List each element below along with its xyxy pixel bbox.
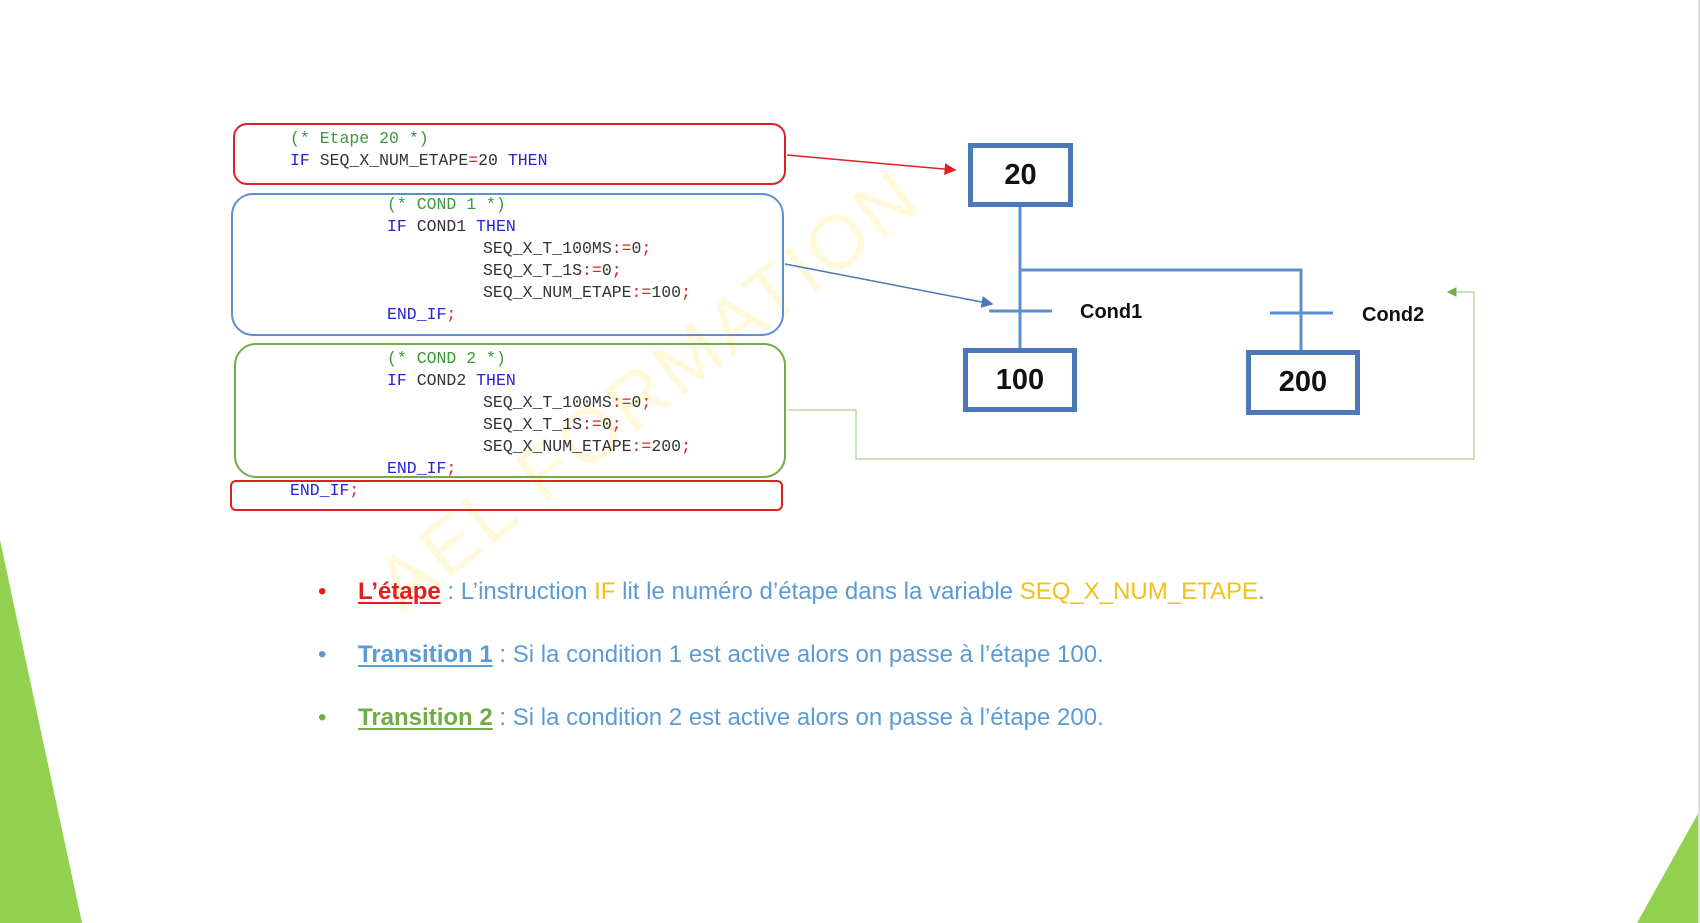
code-operator: ; <box>349 481 360 500</box>
decor-triangle-left <box>0 540 82 923</box>
code-identifier: 0 <box>631 239 642 258</box>
code-keyword: END_IF <box>387 459 447 478</box>
bullet-text: : L’instruction <box>440 578 595 605</box>
bullet-text: : Si la condition 1 est active alors on … <box>492 641 1104 668</box>
code-line: SEQ_X_T_1S:=0; <box>483 414 622 436</box>
arrow-step <box>786 154 957 176</box>
cond1-label: Cond1 <box>1080 301 1143 323</box>
code-line: IF SEQ_X_NUM_ETAPE=20 THEN <box>290 150 547 172</box>
code-identifier: 20 <box>478 151 508 170</box>
bullet-dot: • <box>318 578 327 605</box>
code-identifier: COND1 <box>416 217 477 236</box>
bullet-title: Transition 1 <box>358 641 493 668</box>
code-identifier: COND2 <box>416 371 477 390</box>
bullet-dot: • <box>318 641 327 668</box>
code-operator: := <box>582 415 602 434</box>
code-identifier: SEQ_X_T_100MS <box>483 393 612 412</box>
slide-edge <box>1698 0 1700 923</box>
code-line: (* COND 1 *) <box>387 194 506 216</box>
code-keyword: END_IF <box>387 305 447 324</box>
code-keyword: THEN <box>476 371 516 390</box>
code-keyword: THEN <box>507 151 548 170</box>
step-200: 200 <box>1246 350 1360 415</box>
bullet-dot: • <box>318 704 327 731</box>
code-operator: := <box>631 283 652 302</box>
code-line: END_IF; <box>387 458 456 480</box>
bullet-transition-2: • Transition 2 : Si la condition 2 est ac… <box>318 704 1104 732</box>
decor-triangle-right <box>1637 810 1700 923</box>
code-line: END_IF; <box>387 304 456 326</box>
code-comment: (* COND 1 *) <box>387 195 506 214</box>
code-box-cond1 <box>231 193 784 336</box>
code-line: SEQ_X_NUM_ETAPE:=100; <box>483 282 691 304</box>
bullet-keyword: IF <box>594 578 616 605</box>
code-keyword: IF <box>290 151 320 170</box>
code-line: IF COND1 THEN <box>387 216 516 238</box>
code-box-cond2 <box>234 343 786 478</box>
code-operator: ; <box>446 305 457 324</box>
code-identifier: SEQ_X_T_1S <box>483 261 583 280</box>
code-identifier: SEQ_X_T_100MS <box>483 239 612 258</box>
code-identifier: SEQ_X_NUM_ETAPE <box>483 437 632 456</box>
code-operator: := <box>631 437 652 456</box>
code-line: SEQ_X_T_100MS:=0; <box>483 392 651 414</box>
code-operator: := <box>611 393 632 412</box>
code-identifier: SEQ_X_T_1S <box>483 415 583 434</box>
code-comment: (* COND 2 *) <box>387 349 506 368</box>
code-line: SEQ_X_T_100MS:=0; <box>483 238 651 260</box>
code-identifier: 200 <box>651 437 682 456</box>
code-operator: ; <box>446 459 457 478</box>
code-operator: := <box>611 239 632 258</box>
code-box-endif <box>230 480 783 511</box>
code-operator: ; <box>611 415 622 434</box>
bullet-transition-1: • Transition 1 : Si la condition 1 est ac… <box>318 641 1104 669</box>
code-line: (* COND 2 *) <box>387 348 506 370</box>
code-operator: := <box>582 261 602 280</box>
code-line: IF COND2 THEN <box>387 370 516 392</box>
code-identifier: 100 <box>651 283 682 302</box>
bullet-text: : Si la condition 2 est active alors on … <box>492 704 1104 731</box>
code-identifier: SEQ_X_NUM_ETAPE <box>483 283 632 302</box>
code-operator: ; <box>641 239 652 258</box>
code-keyword: THEN <box>476 217 516 236</box>
bullet-title: Transition 2 <box>358 704 493 731</box>
code-keyword: IF <box>387 217 417 236</box>
code-identifier: SEQ_X_NUM_ETAPE <box>319 151 469 170</box>
code-identifier: 0 <box>631 393 642 412</box>
arrow-cond1 <box>784 263 994 308</box>
code-identifier: 0 <box>601 261 612 280</box>
code-operator: = <box>468 151 479 170</box>
bullet-title: L’étape <box>358 578 441 605</box>
code-operator: ; <box>681 437 691 456</box>
code-line: (* Etape 20 *) <box>290 128 429 150</box>
arrow-cond2 <box>788 287 1475 460</box>
step-20: 20 <box>968 143 1073 207</box>
code-operator: ; <box>611 261 622 280</box>
code-keyword: END_IF <box>290 481 350 500</box>
bullet-step: • L’étape : L’instruction IF lit le numér… <box>318 578 1265 606</box>
code-keyword: IF <box>387 371 417 390</box>
bullet-text: . <box>1258 578 1265 605</box>
cond2-label: Cond2 <box>1362 304 1425 326</box>
code-operator: ; <box>681 283 691 302</box>
step-100: 100 <box>963 348 1077 412</box>
bullet-text: lit le numéro d’étape dans la variable <box>615 578 1020 605</box>
code-line: END_IF; <box>290 480 359 502</box>
code-line: SEQ_X_NUM_ETAPE:=200; <box>483 436 691 458</box>
code-line: SEQ_X_T_1S:=0; <box>483 260 622 282</box>
bullet-variable: SEQ_X_NUM_ETAPE <box>1019 578 1259 605</box>
code-identifier: 0 <box>601 415 612 434</box>
code-comment: (* Etape 20 *) <box>290 129 429 148</box>
code-box-step <box>233 123 786 185</box>
code-operator: ; <box>641 393 652 412</box>
